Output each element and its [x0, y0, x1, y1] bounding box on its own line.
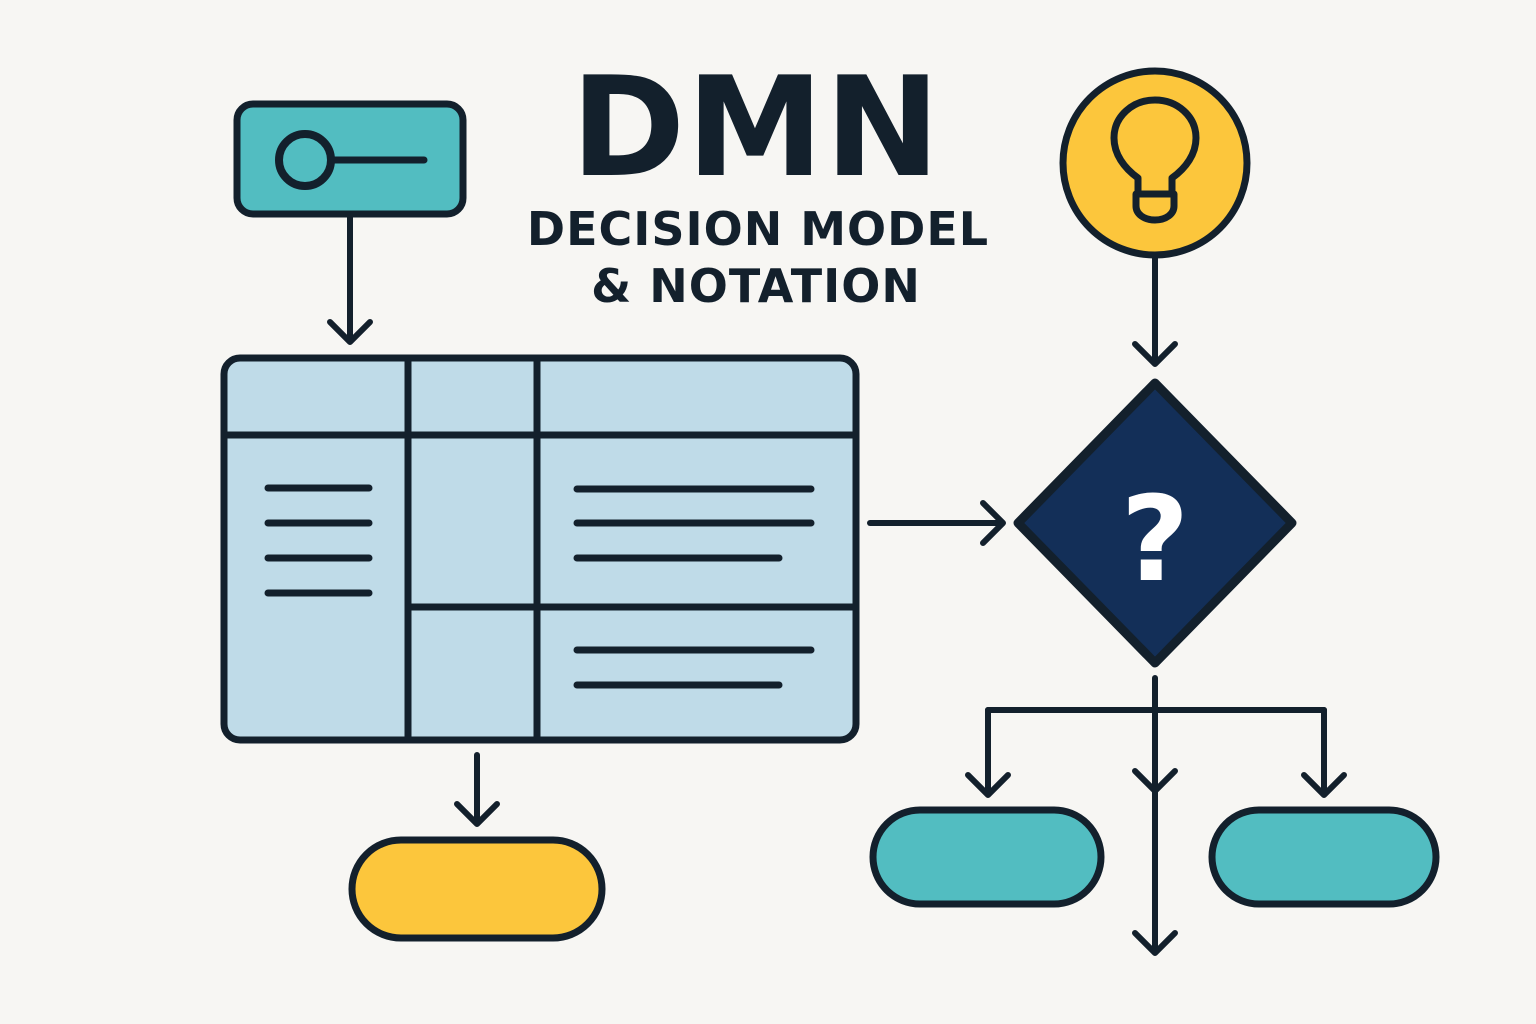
knowledge-source-node[interactable] — [1059, 67, 1251, 259]
subtitle-line-2: & NOTATION — [591, 259, 921, 313]
decision-outcome-right[interactable] — [1208, 806, 1440, 908]
arrow-table-to-output — [454, 752, 500, 827]
table-input-lines — [264, 484, 373, 597]
subtitle-line-1: DECISION MODEL — [527, 202, 989, 256]
table-output-lines-row-2 — [573, 646, 815, 689]
decision-outcome-left[interactable] — [869, 806, 1105, 908]
title-dmn: DMN — [571, 47, 941, 208]
question-mark-icon: ? — [1121, 470, 1189, 608]
lightbulb-icon — [1110, 96, 1200, 224]
input-data-node[interactable] — [233, 100, 467, 218]
table-output-node[interactable] — [348, 836, 606, 942]
decision-node[interactable]: ? — [1013, 378, 1297, 668]
arrow-knowledge-to-decision — [1132, 252, 1178, 367]
input-data-toggle-icon — [275, 130, 428, 190]
decision-table[interactable] — [220, 354, 860, 744]
arrow-table-to-decision — [867, 500, 1006, 546]
decision-branch-connector — [965, 675, 1347, 956]
table-output-lines-row-1 — [573, 485, 815, 562]
arrow-input-to-table — [327, 211, 373, 345]
